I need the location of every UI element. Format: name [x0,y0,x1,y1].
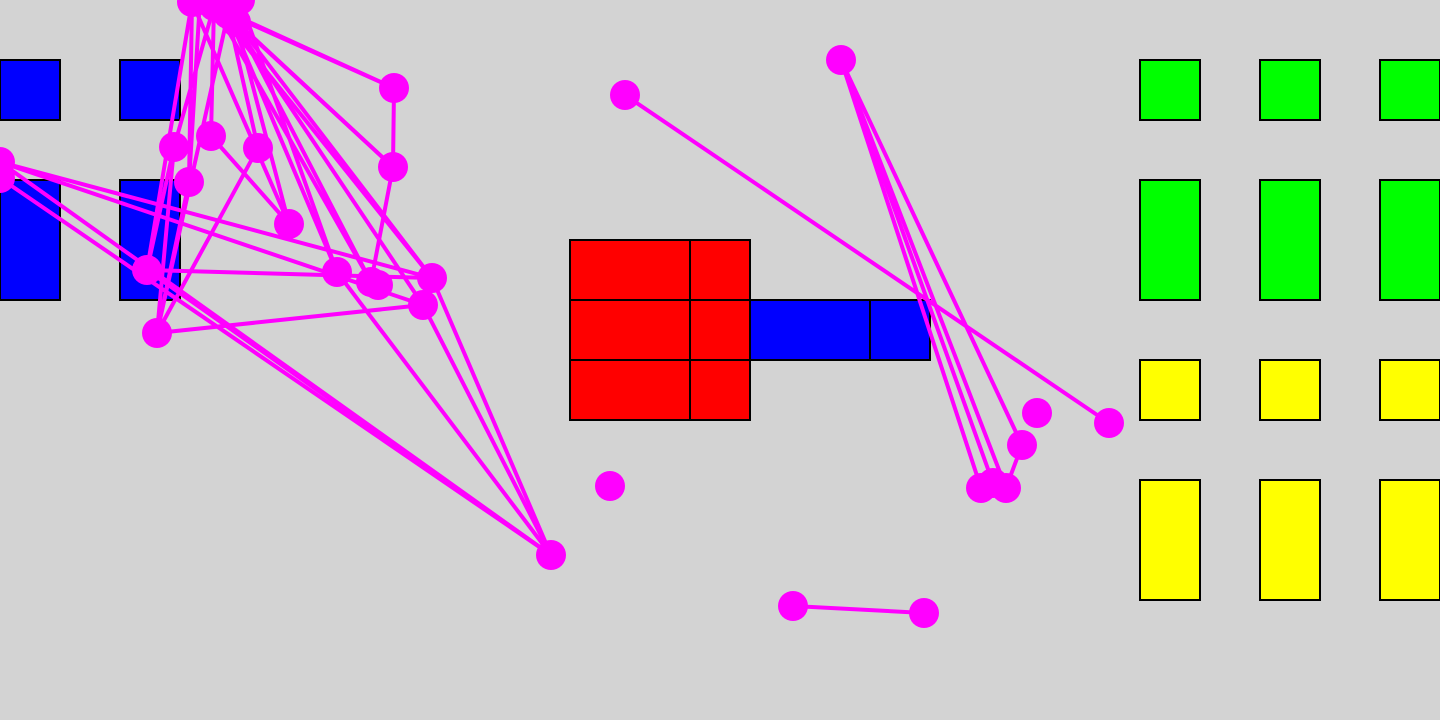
link-line [187,0,202,184]
yellow-tile[interactable] [1259,479,1321,601]
blue-tile[interactable] [0,59,61,121]
link-line [190,0,291,226]
green-tile[interactable] [1139,179,1201,301]
link-line [209,134,291,226]
magenta-node[interactable] [1007,430,1037,460]
magenta-node[interactable] [536,540,566,570]
magenta-node[interactable] [408,290,438,320]
link-line [430,276,553,557]
green-tile[interactable] [1259,59,1321,121]
red-tile[interactable] [569,299,691,361]
green-tile[interactable] [1139,59,1201,121]
magenta-node[interactable] [991,473,1021,503]
red-tile[interactable] [569,359,691,421]
red-tile[interactable] [689,239,751,301]
green-tile[interactable] [1379,59,1440,121]
link-line [839,58,1008,490]
link-line [238,0,339,274]
link-line [226,12,339,274]
magenta-node[interactable] [909,598,939,628]
yellow-tile[interactable] [1139,479,1201,601]
link-line [839,58,1024,447]
magenta-node[interactable] [185,0,215,15]
blue-tile[interactable] [749,299,871,361]
magenta-node[interactable] [142,318,172,348]
nodes-layer [0,0,1124,628]
link-line [0,176,553,557]
magenta-node[interactable] [379,73,409,103]
magenta-node[interactable] [322,257,352,287]
red-tile[interactable] [689,299,751,361]
magenta-node[interactable] [132,255,162,285]
magenta-node[interactable] [196,121,226,151]
link-line [623,93,1111,425]
yellow-tile[interactable] [1379,359,1440,421]
magenta-node[interactable] [363,270,393,300]
link-line [0,160,553,557]
red-tile[interactable] [569,239,691,301]
magenta-node[interactable] [966,473,996,503]
red-tile[interactable] [689,359,751,421]
magenta-node[interactable] [610,80,640,110]
yellow-tiles-right [1139,359,1440,601]
magenta-node[interactable] [174,167,204,197]
link-line [421,303,553,557]
link-line [209,4,216,138]
magenta-node[interactable] [1094,408,1124,438]
yellow-tile[interactable] [1259,359,1321,421]
link-line [0,160,425,307]
magenta-node[interactable] [417,263,447,293]
magenta-node[interactable] [159,132,189,162]
link-line [839,58,983,490]
magenta-node[interactable] [0,163,15,193]
blue-bar-center [749,299,931,361]
link-line [155,145,176,335]
magenta-node[interactable] [274,209,304,239]
link-line [335,270,553,557]
yellow-tile[interactable] [1379,479,1440,601]
green-tile[interactable] [1259,179,1321,301]
blue-tile[interactable] [119,59,181,121]
magenta-node[interactable] [378,152,408,182]
link-line [155,146,260,335]
green-tiles-right [1139,59,1440,301]
magenta-node[interactable] [826,45,856,75]
link-line [791,604,926,615]
red-block-center [569,239,751,421]
link-line [234,20,373,284]
magenta-node[interactable] [595,471,625,501]
link-line [155,303,425,335]
link-line [145,145,176,272]
blue-tiles-left [0,59,181,301]
yellow-tile[interactable] [1139,359,1201,421]
green-tile[interactable] [1379,179,1440,301]
tiles-layer [0,59,1440,601]
magenta-node[interactable] [1022,398,1052,428]
magenta-node[interactable] [243,133,273,163]
magenta-node[interactable] [225,0,255,15]
magenta-node[interactable] [778,591,808,621]
